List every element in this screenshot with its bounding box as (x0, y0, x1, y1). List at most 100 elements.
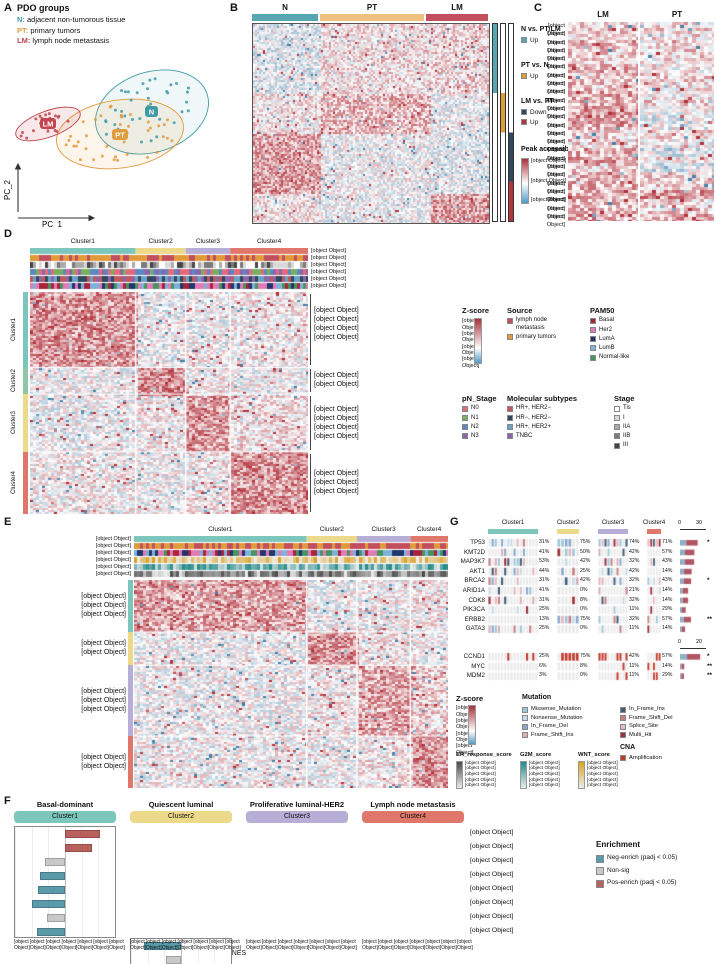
zscore-tick: [object Object] (462, 331, 480, 344)
cluster-header: Cluster4 (256, 238, 282, 245)
panel-e-label: E (4, 516, 12, 528)
gene-pct: 57% (662, 548, 673, 555)
panel-f-label: F (4, 795, 11, 807)
row-band-segment (128, 580, 133, 632)
sample-label-column: [object Object][object Object][object Ob… (534, 22, 565, 228)
gene-pct: 74% (629, 539, 640, 545)
gene-pct: 14% (662, 567, 673, 574)
up-label: Up (530, 72, 539, 80)
gene-pct-col3: 74%42%32%42%32%21%32%11%32%11% (629, 538, 645, 634)
gene-sig (707, 567, 716, 577)
up-swatch (521, 119, 527, 126)
legend-item-label: Pos-enrich (padj < 0.05) (607, 879, 677, 886)
gene-pct: 32% (629, 577, 640, 584)
group-badge-n-text: N (149, 108, 154, 117)
subpanel3-title: Proliferative luminal-HER2 (249, 800, 345, 809)
legend-swatch (507, 334, 513, 341)
sample-label: [object Object] (546, 164, 565, 179)
cluster-header: Cluster3 (195, 238, 221, 245)
bracket-2 (310, 369, 311, 392)
oncoprint-cluster3 (598, 538, 628, 634)
up-label: Up (530, 118, 539, 126)
nes-bar (144, 942, 181, 950)
gene-pct: 14% (662, 586, 673, 593)
sample-label: [object Object] (546, 130, 565, 146)
gene-pct: 43% (662, 577, 673, 584)
subpanel2-chip: Cluster2 (130, 811, 232, 823)
nes-bar (65, 844, 92, 852)
comparison-title: LM vs. PT (521, 98, 554, 105)
panel-g-label: G (450, 516, 459, 528)
legend-swatch (522, 723, 528, 730)
x-tick: [object Object] (193, 939, 210, 951)
subpanel3-chip: Cluster3 (246, 811, 348, 823)
x-tick: [object Object] (341, 939, 357, 951)
row-cluster-label: Cluster4 (9, 471, 17, 495)
legend-item-label: IIA (623, 423, 631, 430)
zscore-ticks: [object Object][object Object][object Ob… (462, 318, 480, 368)
row-cluster-strip-d (23, 292, 28, 514)
cluster-header: Cluster2 (148, 238, 173, 245)
legend-title: Mutation (522, 694, 552, 701)
subpanel1-chip: Cluster1 (14, 811, 116, 823)
legend-item: N3 (462, 433, 497, 440)
col-lm-header: LM (597, 10, 609, 19)
gene-sig: * (707, 539, 710, 546)
gene-sig: * (707, 653, 710, 660)
nes-bar (38, 886, 65, 894)
gene-name: KMT2D (464, 548, 485, 556)
group-badge-lm-text: LM (43, 120, 54, 129)
legend-item: Pos-enrich (padj < 0.05) (596, 879, 677, 888)
legend-item: Tis (614, 405, 634, 412)
cluster-header: Cluster4 (417, 526, 442, 533)
sample-label: [object Object] (546, 31, 565, 46)
gene-name: TP53 (470, 539, 485, 546)
score-tick: [object Object] (587, 777, 618, 783)
legend-title: Stage (614, 394, 635, 403)
gene-pct: 21% (629, 586, 640, 593)
legend-swatch (462, 415, 468, 422)
legend-item: In_Frame_Del (522, 723, 616, 730)
x-tick: [object Object] (225, 939, 241, 951)
score-tick: [object Object] (587, 766, 618, 772)
annotation-label: [object Object] (95, 571, 131, 577)
gene-pct: 11% (629, 606, 639, 613)
sample-label: [object Object] (546, 122, 565, 137)
nes-axis-label: NES (231, 950, 247, 957)
cna-count-bars (680, 652, 706, 681)
legend-item-label: HR+, HER2+ (516, 423, 552, 430)
pdo-group-abbr: LM: (17, 36, 31, 45)
annotation-label: [object Object] (95, 557, 131, 563)
legend-swatch (590, 354, 596, 361)
x-tick: [object Object] (441, 939, 458, 951)
legend-item-label: Splice_Site (629, 723, 659, 730)
gene-pct: 32% (629, 558, 640, 565)
nes-category-labels: [object Object][object Object][object Ob… (470, 826, 592, 938)
gene-pct: 11% (629, 662, 639, 669)
zscore-ticks: [object Object][object Object][object Ob… (456, 705, 474, 755)
legend-er-score: ER_response_score [object Object][object… (456, 752, 512, 789)
pdo-groups-legend: PDO groups N: adjacent non-tumorous tiss… (17, 3, 125, 45)
cluster-header: Cluster1 (208, 526, 233, 533)
cna-sig-column: ***** (707, 652, 716, 681)
gene-pct-col1: 31%41%53%44%31%41%31%25%13%25% (539, 538, 555, 634)
score-tick: [object Object] (465, 760, 496, 766)
xticks-3: [object Object][object Object][object Ob… (246, 939, 357, 951)
annotation-bars-d (30, 248, 308, 290)
group-badge-n: N (145, 106, 158, 117)
x-tick: [object Object] (109, 939, 125, 951)
gene-pct: 57% (662, 653, 673, 659)
comparison-pt-vs-n: PT vs. N Up (521, 62, 593, 81)
annotation-label: [object Object] (95, 550, 131, 556)
colorbar-ticks: [object Object][object Object][object Ob… (531, 158, 566, 204)
pathway-label: [object Object] (314, 433, 359, 440)
zscore-tick: [object Object] (456, 730, 474, 743)
legend-item: lymph node metastasis (507, 317, 581, 331)
colorbar-tick: [object Object] (531, 157, 567, 164)
zscore-gradient (468, 705, 476, 746)
pathway-label: [object Object] (314, 372, 359, 379)
legend-wnt-score: WNT_score [object Object][object Object]… (578, 752, 618, 789)
peak-heatmap (252, 23, 490, 224)
nes-category: [object Object] (470, 913, 514, 920)
